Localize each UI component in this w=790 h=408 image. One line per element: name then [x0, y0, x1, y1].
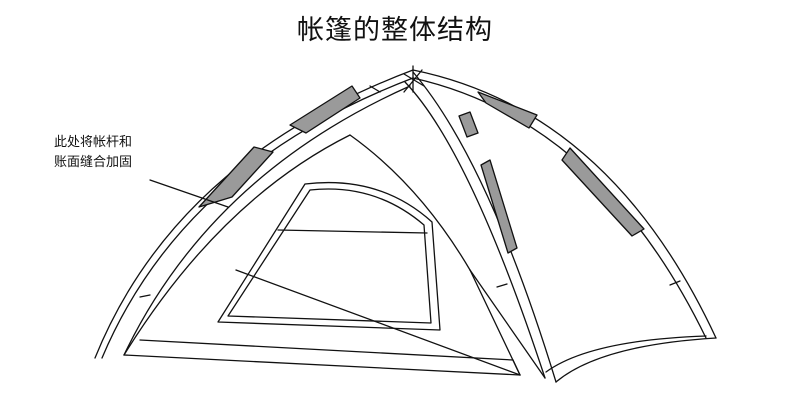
front-reinforcement-patch-2 [480, 159, 518, 254]
annotation-line-2: 账面缝合加固 [54, 155, 133, 170]
fly-diagonal-1 [235, 269, 521, 376]
left-pole-inner-2 [123, 85, 411, 356]
left-pole-inner [101, 77, 414, 359]
left-pole-tick-1 [139, 294, 151, 298]
left-pole-tick-2 [369, 85, 381, 93]
diagram-title: 帐篷的整体结构 [297, 15, 493, 46]
front-pole-outer [412, 71, 557, 383]
window-inner-frame [227, 188, 432, 324]
front-reinforcement-patch-1 [458, 111, 479, 138]
right-wall-edge [555, 337, 717, 383]
right-pole-outer [412, 69, 717, 339]
left-pole-outer [94, 69, 414, 359]
floor-corner-line [512, 359, 521, 376]
window-outer-frame [217, 181, 441, 331]
annotation-label: 此处将帐杆和 账面缝合加固 [54, 133, 174, 173]
door-panel-right-edge [469, 269, 521, 376]
door-panel-left-edge [123, 134, 351, 356]
right-reinforcement-patch-1 [477, 91, 538, 129]
right-reinforcement-patch-2 [561, 147, 645, 237]
annotation-leader-line [149, 179, 229, 208]
annotation-line-1: 此处将帐杆和 [54, 135, 133, 150]
left-reinforcement-patch-2 [289, 85, 361, 134]
floor-back-edge [139, 339, 514, 361]
door-panel-top [349, 134, 471, 271]
right-pole-tick-1 [669, 280, 681, 286]
front-pole-inner [404, 81, 546, 379]
right-wall-curve [545, 335, 707, 373]
floor-front-edge [123, 354, 521, 376]
front-pole-tick-1 [496, 283, 508, 288]
left-reinforcement-patch-1 [198, 146, 274, 208]
right-pole-inner [412, 77, 707, 339]
fly-diagonal-2 [469, 269, 546, 379]
window-divider [277, 229, 428, 234]
